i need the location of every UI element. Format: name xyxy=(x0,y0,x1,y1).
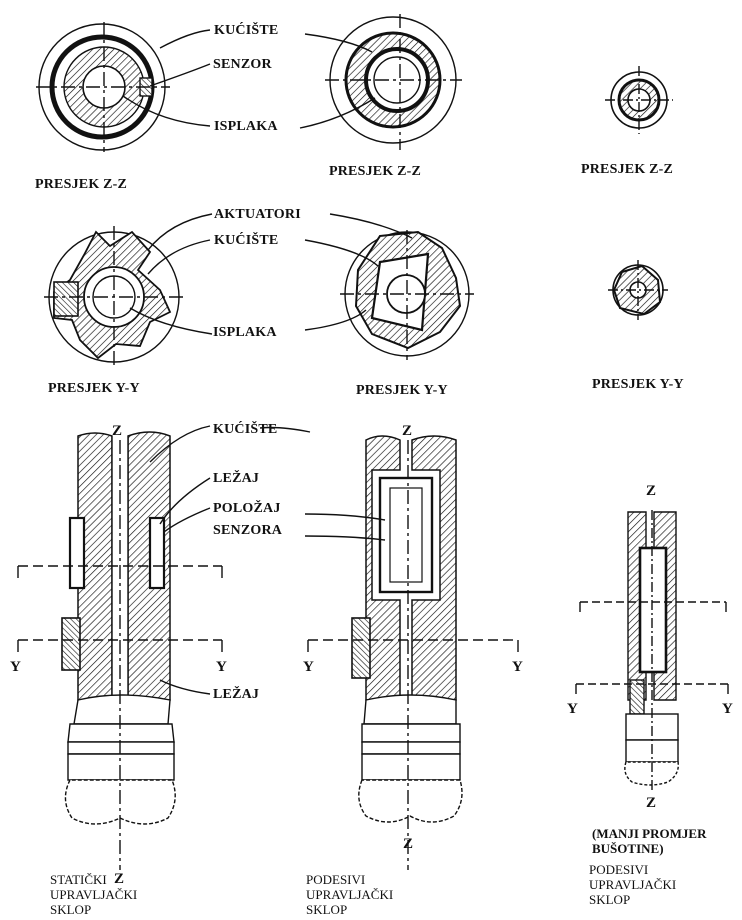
assembly-static xyxy=(17,431,223,870)
title-presjek-zz-1: PRESJEK Z-Z xyxy=(35,177,128,192)
label-kuciste-bottom: KUĆIŠTE xyxy=(213,422,278,437)
caption-small-note: (MANJI PROMJER BUŠOTINE) xyxy=(592,826,707,856)
label-senzora: SENZORA xyxy=(213,523,283,538)
axis-y-mid-2: Y xyxy=(512,659,524,675)
section-yy-small xyxy=(608,260,668,320)
axis-y-left-2: Y xyxy=(216,659,228,675)
axis-z-left-top: Z xyxy=(112,423,123,439)
title-presjek-yy-3: PRESJEK Y-Y xyxy=(592,377,684,392)
assembly-adjustable xyxy=(307,435,519,870)
title-presjek-zz-2: PRESJEK Z-Z xyxy=(329,164,422,179)
label-aktuatori: AKTUATORI xyxy=(214,207,301,222)
axis-z-left-bottom: Z xyxy=(114,871,125,887)
axis-y-mid-1: Y xyxy=(303,659,315,675)
assembly-small xyxy=(575,510,729,792)
axis-z-right-top: Z xyxy=(646,483,657,499)
label-lezaj-top: LEŽAJ xyxy=(213,471,260,486)
label-polozaj: POLOŽAJ xyxy=(213,501,281,516)
title-presjek-yy-2: PRESJEK Y-Y xyxy=(356,383,448,398)
axis-z-mid-top: Z xyxy=(402,423,413,439)
axis-y-right-1: Y xyxy=(567,701,579,717)
axis-z-mid-bottom: Z xyxy=(403,836,414,852)
section-yy-adjustable xyxy=(340,230,474,360)
title-presjek-zz-3: PRESJEK Z-Z xyxy=(581,162,674,177)
label-senzor: SENZOR xyxy=(213,57,272,72)
section-zz-static xyxy=(36,22,170,152)
label-kuciste-top: KUĆIŠTE xyxy=(214,23,279,38)
label-lezaj-bottom: LEŽAJ xyxy=(213,687,260,702)
caption-small: PODESIVI UPRAVLJAČKI SKLOP xyxy=(589,862,677,907)
caption-adjustable: PODESIVI UPRAVLJAČKI SKLOP xyxy=(306,872,394,917)
axis-y-right-2: Y xyxy=(722,701,734,717)
title-presjek-yy-1: PRESJEK Y-Y xyxy=(48,381,140,396)
axis-y-left-1: Y xyxy=(10,659,22,675)
section-zz-adjustable xyxy=(325,14,462,150)
section-yy-static xyxy=(44,226,184,368)
caption-static: STATIČKI UPRAVLJAČKI SKLOP xyxy=(50,872,138,917)
label-isplaka-top: ISPLAKA xyxy=(214,119,278,134)
axis-z-right-bottom: Z xyxy=(646,795,657,811)
section-zz-small xyxy=(605,66,673,134)
label-kuciste-mid: KUĆIŠTE xyxy=(214,233,279,248)
label-isplaka-mid: ISPLAKA xyxy=(213,325,277,340)
